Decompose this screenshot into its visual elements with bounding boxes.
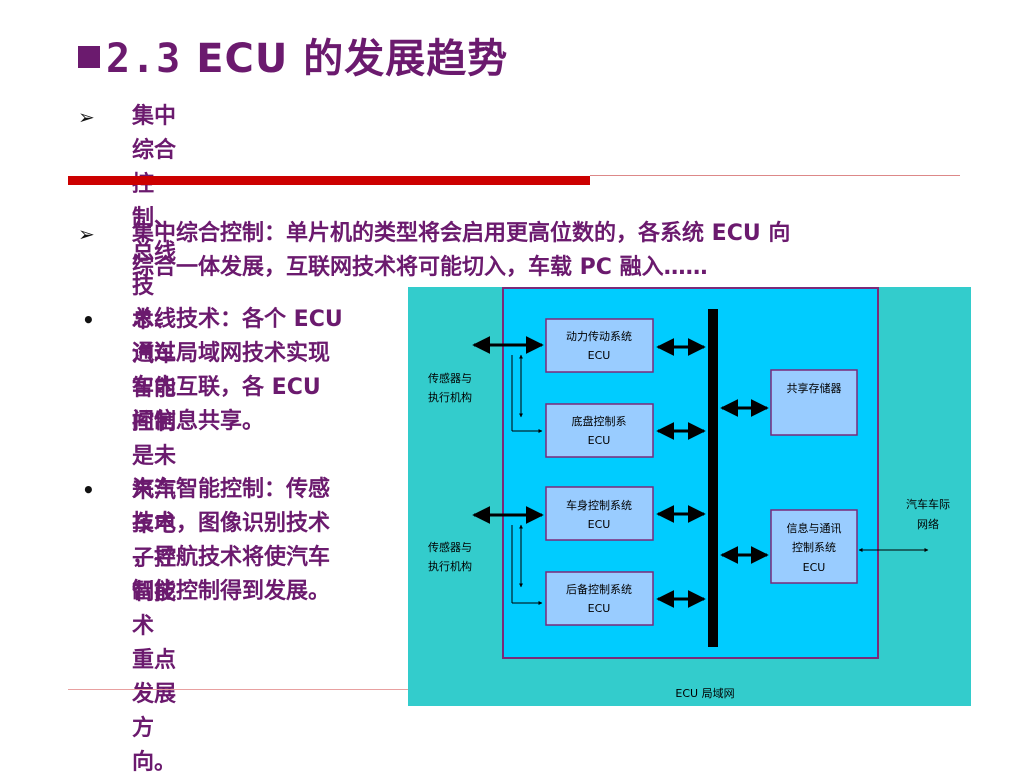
ecu-label: 后备控制系统 <box>566 582 632 596</box>
sensor-connections-top <box>472 336 544 433</box>
ecu-label: 动力传动系统 <box>566 330 632 343</box>
bullet-2-line-1: 集中综合控制：单片机的类型将会启用更高位数的，各系统 ECU 向 <box>132 221 791 246</box>
dot-item-intelligent-line: 技术，图像识别技术 <box>132 511 331 536</box>
ecu-box-powertrain: 动力传动系统 ECU <box>545 318 654 373</box>
bullet-2-text: 集中综合控制：单片机的类型将会启用更高位数的，各系统 ECU 向 综合一体发展，… <box>132 217 790 285</box>
sensor-label-bottom: 执行机构 <box>428 559 472 573</box>
ecu-box-backup: 后备控制系统 ECU <box>545 571 654 626</box>
sensor-label-top: 传感器与 <box>428 372 472 385</box>
dot-item-bus-text: 总线技术：各个 ECU 通过局域网技术实现 车内互联，各 ECU 间信息共享。 <box>132 303 407 439</box>
central-bus-line <box>708 309 718 647</box>
ecu-network-diagram: 动力传动系统 ECU 底盘控制系 ECU 车身控制系统 ECU 后备控制系统 E… <box>408 287 971 706</box>
title-text: ECU 的发展趋势 <box>196 36 509 82</box>
comm-label: ECU <box>803 561 826 574</box>
dot-item-bus-line: 通过局域网技术实现 <box>132 341 331 366</box>
dot-bullet-icon: • <box>82 308 95 332</box>
ecu-box-chassis: 底盘控制系 ECU <box>545 403 654 458</box>
external-network-label: 汽车车际 <box>906 497 950 511</box>
dot-bullet-icon: • <box>82 478 95 502</box>
shared-storage-label: 共享存储器 <box>787 381 842 395</box>
dot-item-bus-line: 间信息共享。 <box>132 409 265 434</box>
ecu-box-body: 车身控制系统 ECU <box>545 486 654 541</box>
bullet-1-text: 集中综合控制、总线技术、汽车智能控制是未来汽车电子控制技术 重点发展方向。 <box>132 100 176 780</box>
square-bullet-icon <box>78 46 100 68</box>
bottom-divider-line <box>68 689 408 690</box>
dot-item-intelligent-line: ，导航技术将使汽车 <box>132 545 331 570</box>
bullet-1-line-1: 集中综合控制、总线技术、汽车智能控制是未来汽车电子控制技术 <box>132 104 177 639</box>
ecu-label: ECU <box>588 518 611 531</box>
arrow-bullet-icon: ➢ <box>78 105 95 129</box>
comm-label: 控制系统 <box>792 540 836 554</box>
comm-label: 信息与通讯 <box>787 521 842 535</box>
ecu-label: ECU <box>588 434 611 447</box>
dot-item-bus-line: 总线技术：各个 ECU <box>132 307 343 332</box>
dot-item-intelligent-line: 汽车智能控制：传感 <box>132 477 331 502</box>
ecu-label: ECU <box>588 349 611 362</box>
page-title: 2.3 ECU 的发展趋势 <box>78 26 508 84</box>
bullet-2-line-2: 综合一体发展，互联网技术将可能切入，车载 PC 融入…… <box>132 255 708 280</box>
sensor-label-bottom: 传感器与 <box>428 541 472 554</box>
dot-item-intelligent-line: 智能控制得到发展。 <box>132 579 331 604</box>
ecu-label: 底盘控制系 <box>572 414 627 428</box>
sensor-connections-bottom <box>472 506 544 605</box>
diagram-caption: ECU 局域网 <box>675 687 734 700</box>
ecu-bus-arrows <box>656 338 769 608</box>
red-divider-bar <box>68 176 590 185</box>
dot-item-intelligent-text: 汽车智能控制：传感 技术，图像识别技术 ，导航技术将使汽车 智能控制得到发展。 <box>132 473 407 609</box>
ecu-label: ECU <box>588 602 611 615</box>
dot-item-bus-line: 车内互联，各 ECU <box>132 375 321 400</box>
sensor-label-top: 执行机构 <box>428 390 472 404</box>
thin-divider-line <box>590 175 960 176</box>
bullet-1-line-2: 重点发展方向。 <box>132 648 177 775</box>
comm-control-box: 信息与通讯 控制系统 ECU <box>770 509 858 584</box>
ecu-label: 车身控制系统 <box>566 498 632 512</box>
arrow-bullet-icon: ➢ <box>78 222 95 246</box>
title-number: 2.3 <box>106 36 182 82</box>
external-network-label: 网络 <box>917 517 939 531</box>
shared-storage-box: 共享存储器 <box>770 369 858 436</box>
